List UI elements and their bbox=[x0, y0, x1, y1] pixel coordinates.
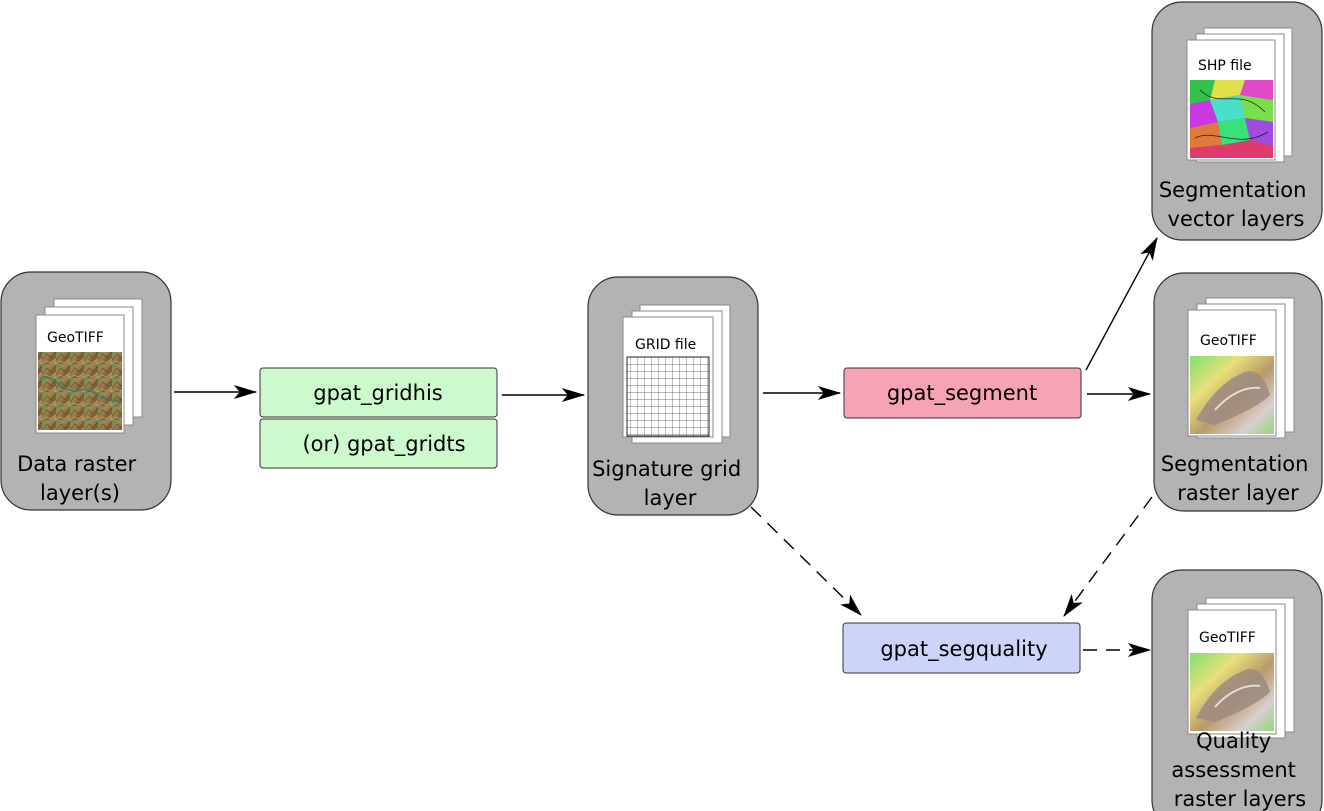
doc-label: SHP file bbox=[1198, 58, 1252, 74]
quality-raster-node[interactable]: GeoTIFF Quality assessment raster layers bbox=[1151, 569, 1323, 811]
doc-label: GeoTIFF bbox=[47, 330, 104, 346]
process-label: gpat_segment bbox=[887, 381, 1037, 406]
node-label: Data raster layer(s) bbox=[17, 452, 143, 505]
gpat-segquality-process[interactable]: gpat_segquality bbox=[842, 622, 1081, 674]
vector-map-thumbnail bbox=[1190, 80, 1273, 158]
signature-grid-node[interactable]: GRID file Signature grid layer bbox=[587, 276, 759, 516]
arrow-signature-to-segquality bbox=[750, 506, 862, 616]
shp-document-icon bbox=[1186, 27, 1293, 163]
quality-raster-thumbnail bbox=[1190, 653, 1274, 731]
grid-thumbnail bbox=[626, 356, 710, 437]
node-label: Segmentation vector layers bbox=[1159, 178, 1313, 231]
process-box bbox=[842, 622, 1081, 674]
gpat-segment-process[interactable]: gpat_segment bbox=[843, 367, 1082, 419]
gpat-gridhis-process[interactable]: gpat_gridhis bbox=[259, 367, 498, 418]
gpat-gridts-process[interactable]: (or) gpat_gridts bbox=[259, 418, 498, 469]
doc-label: GeoTIFF bbox=[1199, 630, 1256, 646]
doc-label: GRID file bbox=[635, 337, 696, 353]
node-label: Signature grid layer bbox=[592, 457, 748, 510]
process-label: gpat_segquality bbox=[880, 637, 1047, 662]
process-box bbox=[259, 367, 498, 418]
arrow-raster-to-segquality bbox=[1063, 496, 1153, 617]
grid-document-icon bbox=[622, 304, 731, 444]
process-box bbox=[843, 367, 1082, 419]
node-label: Quality assessment raster layers bbox=[1171, 729, 1306, 811]
process-label: (or) gpat_gridts bbox=[302, 432, 465, 457]
doc-label: GeoTIFF bbox=[1200, 333, 1257, 349]
geotiff-document-icon bbox=[1187, 597, 1295, 739]
geotiff-document-icon bbox=[1187, 297, 1295, 439]
data-raster-node[interactable]: GeoTIFF Data raster layer(s) bbox=[0, 271, 172, 511]
process-label: gpat_gridhis bbox=[313, 381, 442, 406]
segmentation-vector-node[interactable]: SHP file Segmentation vector layers bbox=[1151, 1, 1323, 241]
segmentation-raster-node[interactable]: GeoTIFF Segmentation raster layer bbox=[1153, 272, 1323, 512]
arrow-segment-to-vector bbox=[1085, 236, 1158, 371]
geotiff-document-icon bbox=[35, 298, 143, 434]
segmentation-raster-thumbnail bbox=[1190, 356, 1274, 434]
node-label: Segmentation raster layer bbox=[1161, 452, 1315, 505]
process-box bbox=[259, 418, 498, 469]
